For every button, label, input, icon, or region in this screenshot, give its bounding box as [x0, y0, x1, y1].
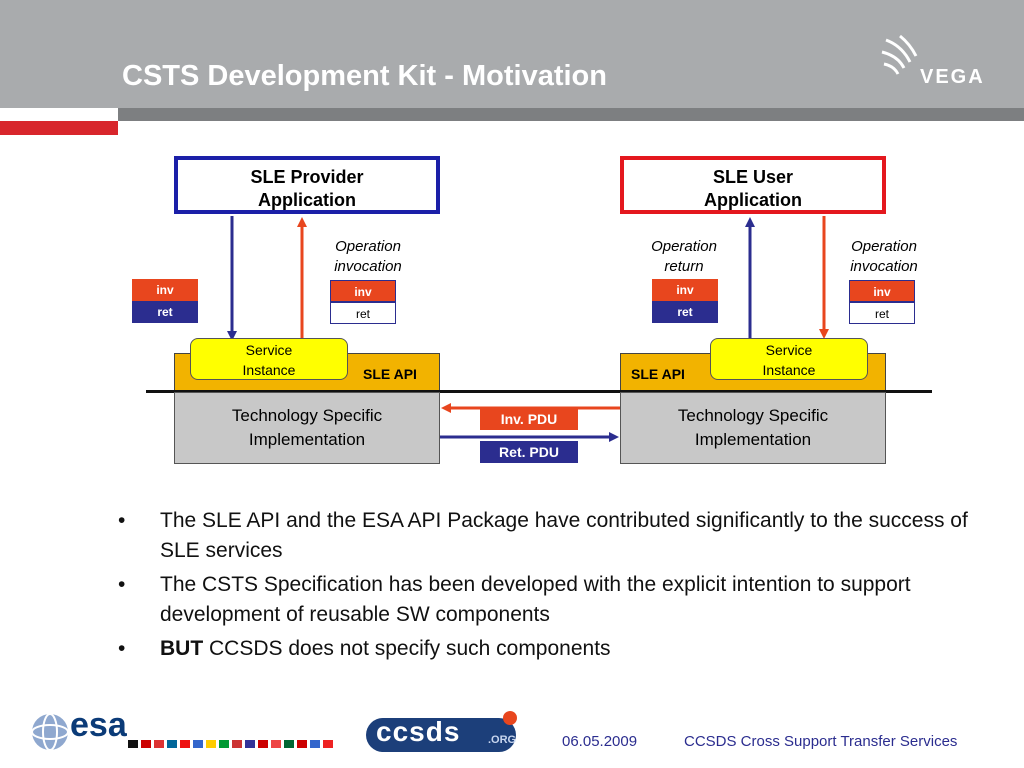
user-op-invocation-label: Operation invocation — [834, 237, 934, 277]
provider-tech-impl-box: Technology Specific Implementation — [174, 392, 440, 464]
ccsds-logo-icon — [366, 711, 517, 752]
user-tech-line2: Implementation — [694, 430, 812, 449]
footer-date: 06.05.2009 — [562, 733, 638, 750]
sle-provider-application-box: SLE Provider Application — [174, 156, 440, 214]
layer-separator-line — [146, 390, 932, 393]
user-sle-api-label: SLE API — [631, 366, 685, 382]
user-app-line1: SLE User — [712, 167, 794, 187]
ccsds-logo-text: ccsds — [376, 716, 461, 747]
provider-op-invocation-label: Operation invocation — [318, 237, 418, 277]
user-op-inv-tag: inv — [849, 280, 915, 302]
bullet-item-3: • BUT CCSDS does not specify such compon… — [110, 634, 1000, 664]
vega-logo-icon — [881, 34, 918, 75]
provider-app-line2: Application — [258, 190, 356, 210]
provider-op-invocation-line2: invocation — [334, 258, 402, 275]
bullet-marker: • — [118, 573, 126, 596]
user-tech-impl-box: Technology Specific Implementation — [620, 392, 886, 464]
bullet-1-text: The SLE API and the ESA API Package have… — [160, 509, 968, 562]
architecture-diagram: SLE Provider Application SLE User Applic… — [132, 156, 934, 464]
provider-service-instance-box: Service Instance — [190, 338, 348, 380]
header-bar — [0, 0, 1024, 108]
provider-tech-line1: Technology Specific — [231, 406, 383, 425]
user-op-ret-tag: ret — [849, 302, 915, 324]
provider-si-line2: Instance — [242, 362, 296, 378]
bullet-item-1: • The SLE API and the ESA API Package ha… — [110, 506, 1000, 566]
user-app-line2: Application — [704, 190, 802, 210]
bullet-list: • The SLE API and the ESA API Package ha… — [110, 506, 1000, 668]
bullet-marker: • — [118, 509, 126, 532]
user-op-return-line2: return — [664, 258, 704, 275]
provider-app-line1: SLE Provider — [250, 167, 364, 187]
diagram-arrows — [227, 216, 829, 442]
ret-pdu-label: Ret. PDU — [480, 441, 578, 463]
inv-pdu-label: Inv. PDU — [480, 408, 578, 430]
user-op-invocation-line1: Operation — [851, 238, 917, 255]
member-flags-strip-icon — [128, 740, 333, 748]
provider-op-invocation-line1: Operation — [335, 238, 401, 255]
header-divider-grey — [118, 108, 1024, 121]
ccsds-org-text: .ORG — [488, 734, 517, 746]
provider-sle-api-label: SLE API — [363, 366, 417, 382]
provider-tech-line2: Implementation — [248, 430, 366, 449]
user-service-instance-box: Service Instance — [710, 338, 868, 380]
bullet-marker: • — [118, 637, 126, 660]
sle-user-application-box: SLE User Application — [620, 156, 886, 214]
esa-logo-text: esa — [70, 706, 127, 744]
provider-op-ret-tag: ret — [330, 302, 396, 324]
provider-op-inv-tag: inv — [330, 280, 396, 302]
user-tech-line1: Technology Specific — [677, 406, 829, 425]
header-accent-red — [0, 121, 118, 135]
bullet-item-2: • The CSTS Specification has been develo… — [110, 570, 1000, 630]
user-si-line1: Service — [765, 342, 813, 358]
user-op-return-ret-tag: ret — [652, 301, 718, 323]
user-op-return-label: Operation return — [634, 237, 734, 277]
bullet-3-text: CCSDS does not specify such components — [203, 637, 611, 660]
provider-si-line1: Service — [245, 342, 293, 358]
bullet-3-bold: BUT — [160, 637, 204, 660]
user-op-return-inv-tag: inv — [652, 279, 718, 301]
provider-left-ret-tag: ret — [132, 301, 198, 323]
bullet-2-text: The CSTS Specification has been develope… — [160, 573, 911, 626]
footer: esa ccsds .ORG 06.05.2009 CCSDS Cross Su… — [0, 700, 1024, 768]
user-op-invocation-line2: invocation — [850, 258, 918, 275]
user-op-return-line1: Operation — [651, 238, 717, 255]
page-title: CSTS Development Kit - Motivation — [122, 60, 607, 92]
vega-logo-text: VEGA — [920, 66, 985, 88]
footer-title: CCSDS Cross Support Transfer Services — [684, 733, 958, 750]
esa-globe-icon — [31, 713, 69, 751]
provider-left-inv-tag: inv — [132, 279, 198, 301]
user-si-line2: Instance — [762, 362, 816, 378]
